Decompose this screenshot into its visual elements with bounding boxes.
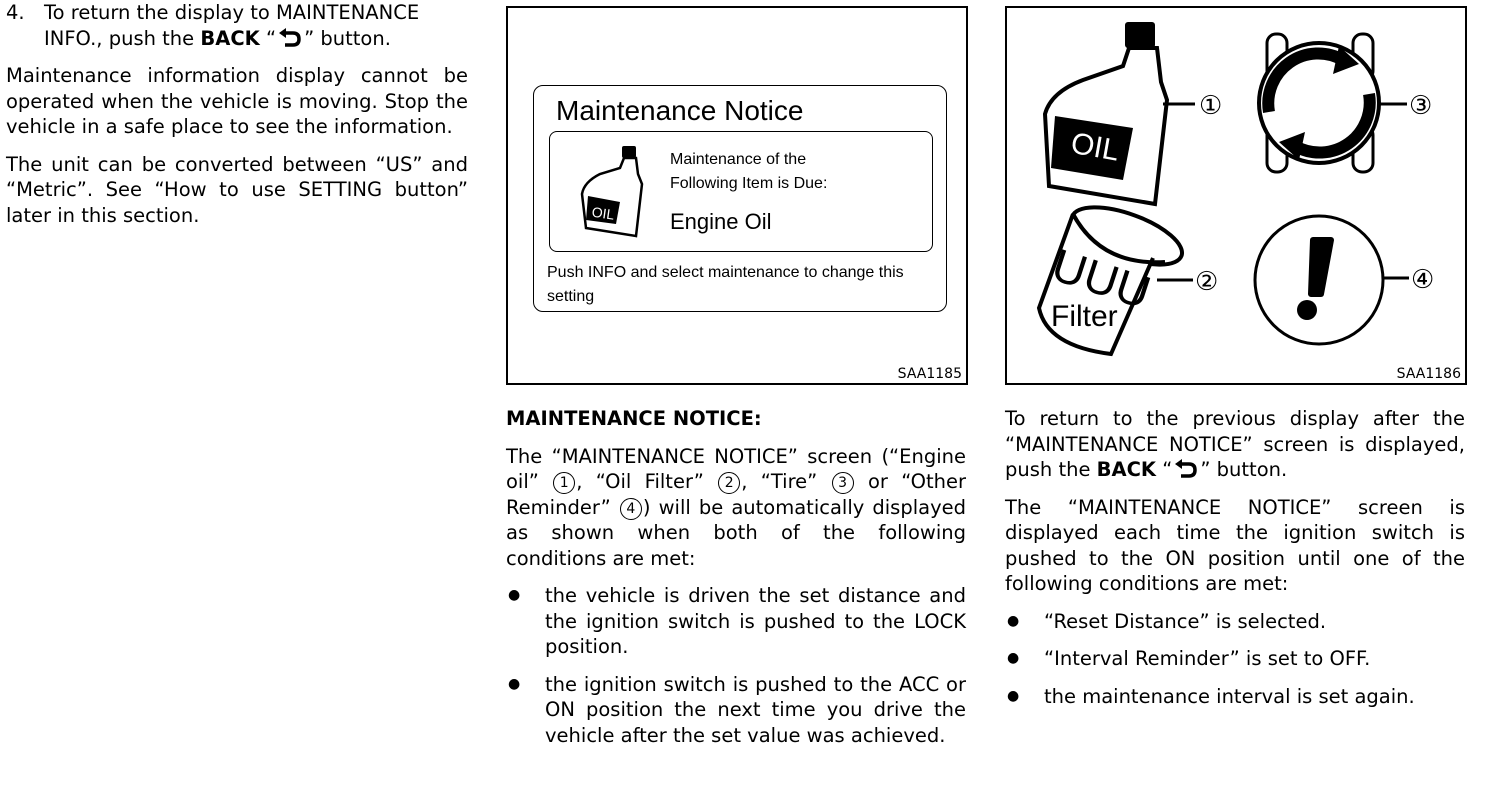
filter-label: Filter [1051,300,1118,333]
maintenance-notice-figure: Maintenance Notice OIL Maintenance of th… [506,6,968,385]
notice-item-box: OIL Maintenance of the Following Item is… [549,131,933,252]
notice-line2: Following Item is Due: [670,175,828,192]
list-item: ●“Interval Reminder” is set to OFF. [1007,647,1371,670]
display-paragraph: The “MAINTENANCE NOTICE” screen is displ… [1005,495,1465,596]
other-reminder-icon [1253,214,1409,346]
oil-filter-icon: UUU Filter [1036,205,1193,357]
callout-4: ④ [1411,265,1434,295]
bullet-icon: ● [1007,687,1020,704]
circled-number-2: 2 [718,472,741,494]
oil-bottle-icon: OIL [580,146,644,238]
bullet-icon: ● [508,587,521,603]
step-4: 4. To return the display to MAINTENANCE … [6,0,468,51]
conditions-list: ●the vehicle is driven the set distance … [506,583,966,748]
notice-screen: Maintenance Notice OIL Maintenance of th… [533,85,947,312]
callout-2: ② [1195,267,1218,297]
back-arrow-icon [279,27,301,47]
maintenance-icons-figure: OIL ① UUU Filter ② ③ [1005,6,1467,385]
left-column: 4. To return the display to MAINTENANCE … [6,0,468,240]
list-item: ●the vehicle is driven the set distance … [508,584,966,658]
engine-oil-icon: OIL [1042,22,1195,207]
step-text: To return the display to MAINTENANCE INF… [44,1,420,50]
list-item: ●“Reset Distance” is selected. [1007,609,1327,633]
notice-instructions: Push INFO and select maintenance to chan… [547,264,904,305]
circled-number-1: 1 [553,472,576,494]
moving-paragraph: Maintenance information display cannot b… [6,64,468,138]
bullet-icon: ● [1007,612,1020,629]
section-heading: MAINTENANCE NOTICE: [506,407,762,430]
callout-3: ③ [1409,91,1432,121]
list-item: ●the ignition switch is pushed to the AC… [508,672,966,747]
units-paragraph: The unit can be converted between “US” a… [6,152,468,227]
bottle-label: OIL [591,204,616,223]
notice-item: Engine Oil [670,209,772,234]
intro-paragraph: The “MAINTENANCE NOTICE” screen (“Engine… [506,444,967,570]
bullet-icon: ● [1007,650,1020,666]
notice-title: Maintenance Notice [556,95,804,126]
middle-column: MAINTENANCE NOTICE: The “MAINTENANCE NOT… [506,406,966,760]
step-number: 4. [6,1,25,24]
icons-illustration: OIL ① UUU Filter ② ③ [1036,22,1434,357]
figure-id: SAA1186 [1396,366,1461,382]
bullet-icon: ● [508,675,521,692]
reset-conditions-list: ●“Reset Distance” is selected. ●“Interva… [1005,609,1465,710]
callout-1: ① [1199,91,1222,121]
circled-number-3: 3 [831,472,854,494]
circled-number-4: 4 [619,497,642,520]
figure-id: SAA1185 [897,366,962,382]
notice-line1: Maintenance of the [670,151,807,168]
back-arrow-icon [1175,459,1198,478]
list-item: ●the maintenance interval is set again. [1007,684,1415,708]
right-column: To return to the previous display after … [1005,406,1465,721]
tire-rotation-icon [1257,32,1407,174]
return-paragraph: To return to the previous display after … [1005,407,1465,481]
